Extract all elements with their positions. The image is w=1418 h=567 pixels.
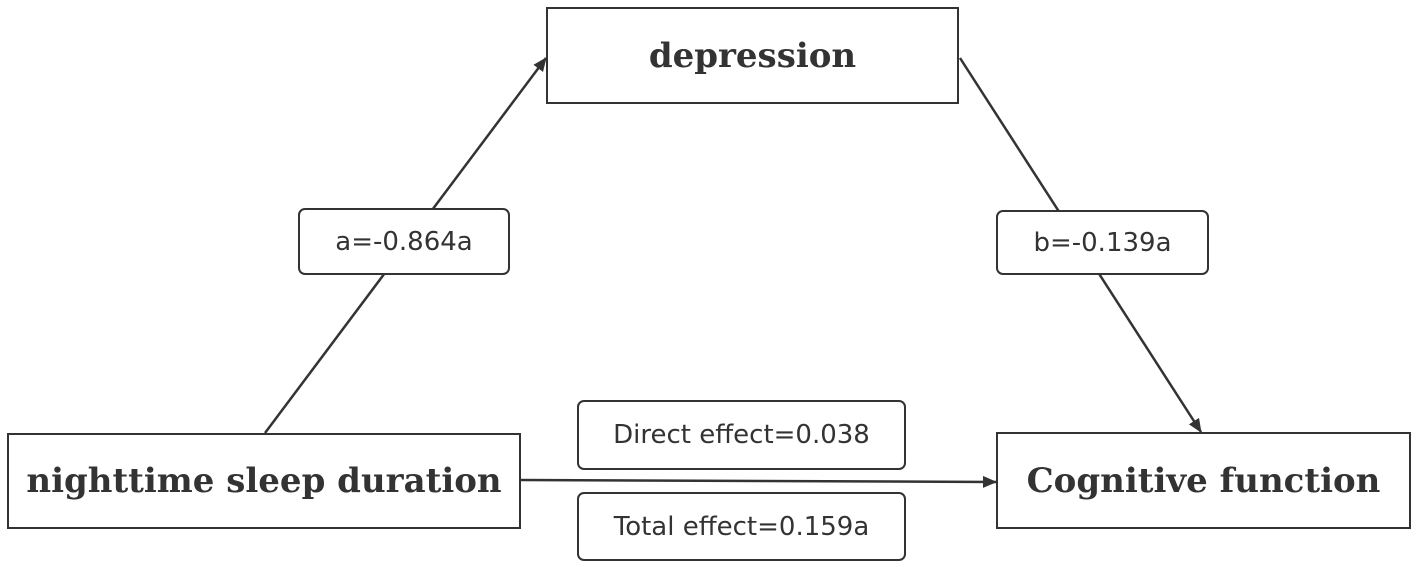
path-c-arrow bbox=[519, 475, 997, 488]
sleep-duration-node: nighttime sleep duration bbox=[7, 433, 521, 529]
path-b-label: b=-0.139a bbox=[996, 210, 1209, 275]
path-a-label: a=-0.864a bbox=[298, 208, 510, 275]
cognitive-function-node: Cognitive function bbox=[996, 432, 1411, 529]
depression-node: depression bbox=[546, 7, 959, 104]
total-effect-label: Total effect=0.159a bbox=[577, 492, 906, 561]
direct-effect-label: Direct effect=0.038 bbox=[577, 400, 906, 470]
